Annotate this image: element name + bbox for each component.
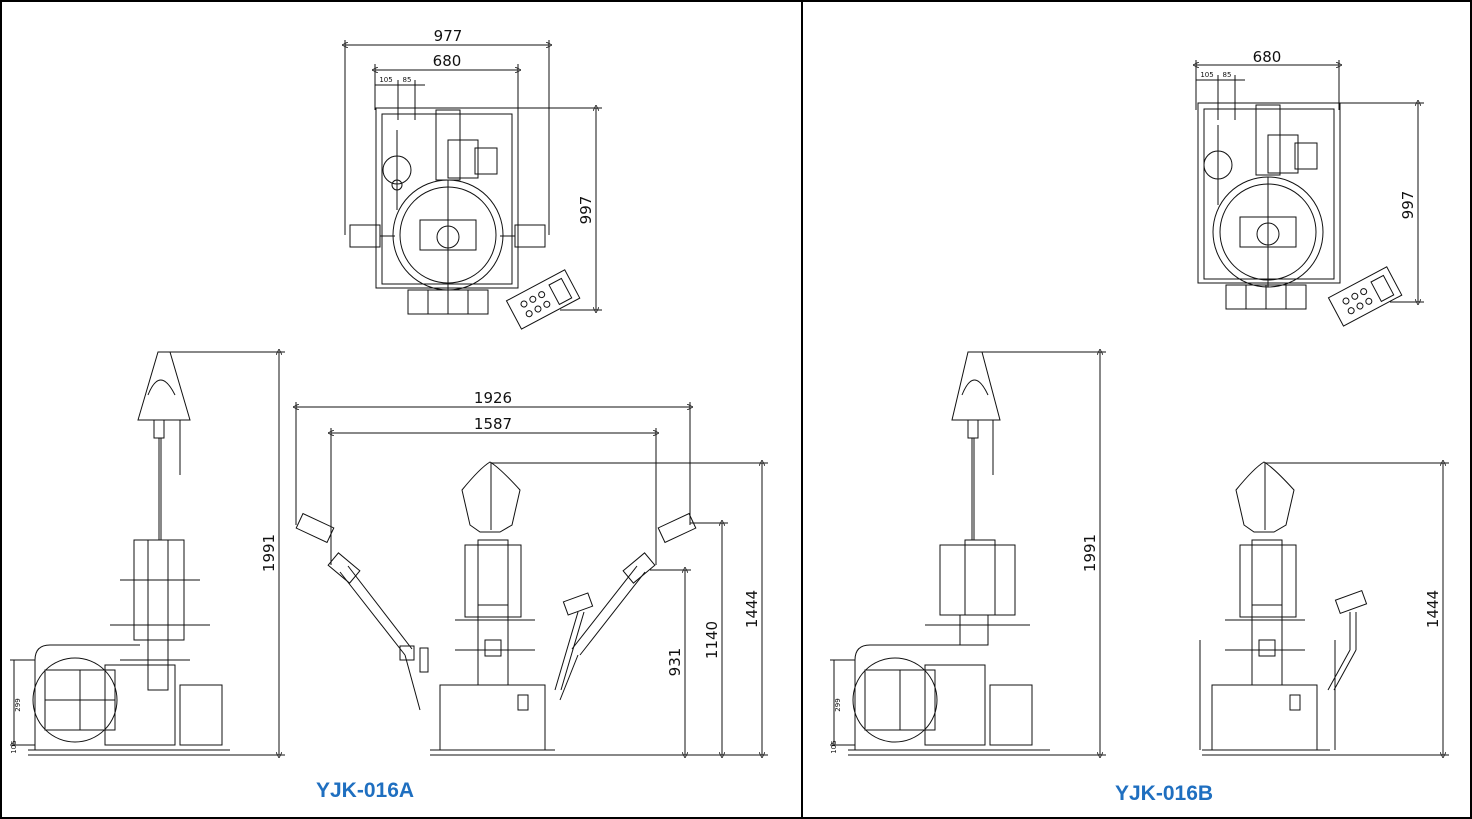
dim-a-front-1444: 1444 — [743, 590, 761, 628]
dim-b-front-1444: 1444 — [1424, 590, 1442, 628]
panel-b-side-view — [830, 352, 1106, 755]
dim-a-side-299: 299 — [14, 698, 22, 711]
model-label-yjk-016a: YJK-016A — [316, 779, 415, 802]
panel-b-top-view — [1196, 60, 1424, 327]
dim-b-top-85: 85 — [1223, 71, 1232, 79]
dim-a-top-977: 977 — [434, 27, 463, 45]
panel-a-side-view — [10, 352, 285, 755]
dim-b-side-105: 105 — [830, 740, 838, 753]
dim-a-top-680: 680 — [433, 52, 462, 70]
dim-b-side-299: 299 — [834, 698, 842, 711]
dim-a-front-1926: 1926 — [474, 389, 512, 407]
panel-b-front-view — [1199, 462, 1449, 755]
model-label-yjk-016b: YJK-016B — [1115, 782, 1214, 805]
dim-a-top-105: 105 — [379, 76, 392, 84]
dim-b-top-997: 997 — [1399, 191, 1417, 220]
dim-b-side-1991: 1991 — [1081, 534, 1099, 572]
panel-a-top-view — [345, 40, 602, 330]
dim-a-top-997: 997 — [577, 196, 595, 225]
dim-a-front-1587: 1587 — [474, 415, 512, 433]
dim-a-front-931: 931 — [666, 648, 684, 677]
panel-a-front-view — [296, 402, 768, 755]
dim-a-top-85: 85 — [403, 76, 412, 84]
dim-b-top-680: 680 — [1253, 48, 1282, 66]
dim-a-side-1991: 1991 — [260, 534, 278, 572]
dim-a-side-105: 105 — [10, 740, 18, 753]
dim-b-top-105: 105 — [1200, 71, 1213, 79]
dim-a-front-1140: 1140 — [703, 621, 721, 659]
